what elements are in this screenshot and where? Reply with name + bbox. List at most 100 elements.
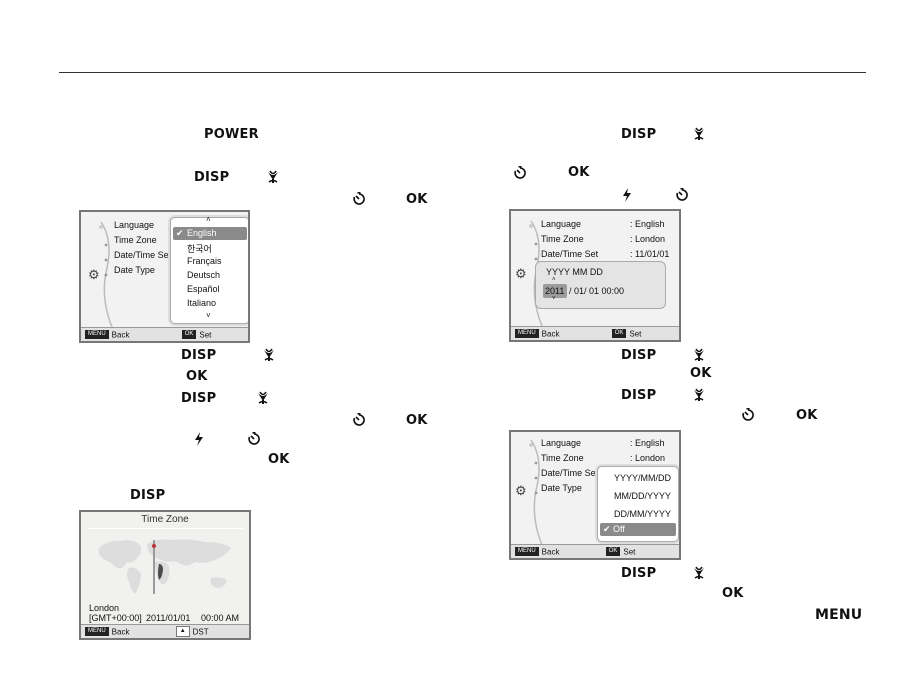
time-zone-value: : London — [630, 453, 666, 463]
current-time: 00:00 AM — [201, 613, 240, 623]
date-type-option[interactable]: DD/MM/YYYY — [614, 509, 672, 519]
self-timer-icon — [741, 408, 755, 422]
disp-key-label: DISP — [621, 388, 657, 403]
menu-item-date-type[interactable]: Date Type — [114, 265, 155, 275]
current-date: 2011/01/01 — [146, 613, 191, 623]
menu-button-badge[interactable]: MENU — [515, 547, 539, 557]
set-label: Set — [623, 547, 636, 557]
date-type-dropdown[interactable]: YYYY/MM/DD MM/DD/YYYY DD/MM/YYYY ✔ Off — [597, 466, 679, 542]
macro-icon — [266, 170, 280, 183]
language-screen: ⚙ Language Time Zone Date/Time Set Date … — [79, 210, 250, 343]
ok-button-badge[interactable]: OK — [611, 329, 627, 339]
month-day-time-fields[interactable]: / 01/ 01 00:00 — [569, 286, 625, 296]
disp-key-label: DISP — [621, 566, 657, 581]
time-zone-value: : London — [630, 234, 666, 244]
language-option[interactable]: Italiano — [187, 298, 217, 308]
back-label: Back — [111, 627, 130, 637]
disp-key-label: DISP — [130, 488, 166, 503]
menu-item-time-zone[interactable]: Time Zone — [114, 235, 157, 245]
check-icon: ✔ — [603, 524, 611, 534]
power-key-label: POWER — [204, 127, 259, 142]
city-name: London — [89, 603, 120, 613]
disp-key-label: DISP — [621, 127, 657, 142]
disp-key-label: DISP — [621, 348, 657, 363]
menu-item-language[interactable]: Language — [114, 220, 155, 230]
ok-key-label: OK — [722, 586, 744, 601]
language-dropdown[interactable]: ˄ ✔ English 한국어 Français Deutsch Español… — [170, 215, 248, 324]
date-type-option-selected[interactable]: Off — [613, 524, 625, 534]
ok-key-label: OK — [568, 165, 590, 180]
menu-item-time-zone[interactable]: Time Zone — [541, 453, 584, 463]
menu-item-language[interactable]: Language — [541, 219, 582, 229]
language-value: : English — [630, 438, 665, 448]
ok-key-label: OK — [406, 413, 428, 428]
date-format-header: YYYY MM DD — [546, 267, 603, 277]
back-label: Back — [541, 547, 560, 557]
world-map[interactable] — [95, 534, 237, 596]
ok-key-label: OK — [796, 408, 818, 423]
date-time-value: : 11/01/01 — [630, 249, 670, 259]
language-option[interactable]: Français — [187, 256, 222, 266]
menu-button-badge[interactable]: MENU — [85, 330, 109, 340]
language-option[interactable]: 한국어 — [187, 244, 212, 254]
year-field-highlight[interactable] — [543, 284, 567, 298]
date-type-option[interactable]: MM/DD/YYYY — [614, 491, 672, 501]
disp-key-label: DISP — [181, 391, 217, 406]
menu-item-date-time-set[interactable]: Date/Time Set — [541, 468, 599, 478]
flash-icon — [194, 432, 204, 446]
increment-icon[interactable]: ˄ — [552, 277, 556, 283]
ok-key-label: OK — [690, 366, 712, 381]
settings-gear-icon: ⚙ — [515, 483, 527, 498]
time-zone-screen: Time Zone London [GMT+00:00] 2011/01/01 … — [79, 510, 251, 640]
scroll-down-icon[interactable]: ˅ — [206, 311, 211, 320]
time-zone-title: Time Zone — [141, 514, 189, 525]
scroll-up-icon[interactable]: ˄ — [206, 215, 211, 224]
date-time-editor[interactable]: YYYY MM DD ˄ 2011 / 01/ 01 00:00 ˅ — [535, 261, 666, 309]
language-option-selected[interactable]: English — [187, 228, 217, 238]
self-timer-icon — [352, 413, 366, 427]
menu-item-date-time-set[interactable]: Date/Time Set — [541, 249, 599, 259]
year-field[interactable]: 2011 — [545, 286, 565, 296]
decrement-icon[interactable]: ˅ — [552, 296, 556, 302]
menu-button-badge[interactable]: MENU — [515, 329, 539, 339]
set-label: Set — [629, 329, 642, 339]
language-option[interactable]: Deutsch — [187, 270, 221, 280]
dst-label: DST — [192, 627, 209, 637]
ok-button-badge[interactable]: OK — [605, 547, 621, 557]
menu-item-date-type[interactable]: Date Type — [541, 483, 582, 493]
self-timer-icon — [513, 166, 527, 180]
language-selected-highlight: ✔ English — [173, 227, 247, 240]
macro-icon — [692, 348, 706, 361]
back-label: Back — [541, 329, 560, 339]
back-label: Back — [111, 330, 130, 340]
language-option[interactable]: Español — [187, 284, 220, 294]
set-label: Set — [199, 330, 212, 340]
header-rule — [59, 72, 866, 73]
date-type-selected-highlight: ✔ Off — [600, 523, 676, 536]
self-timer-icon — [675, 188, 689, 202]
menu-item-time-zone[interactable]: Time Zone — [541, 234, 584, 244]
self-timer-icon — [352, 192, 366, 206]
self-timer-icon — [247, 432, 261, 446]
menu-button-badge[interactable]: MENU — [85, 627, 109, 637]
ok-key-label: OK — [186, 369, 208, 384]
disp-key-label: DISP — [181, 348, 217, 363]
macro-icon — [256, 391, 270, 404]
ok-key-label: OK — [406, 192, 428, 207]
macro-icon — [262, 348, 276, 361]
ok-button-badge[interactable]: OK — [181, 330, 197, 340]
language-value: : English — [630, 219, 665, 229]
macro-icon — [692, 127, 706, 140]
date-type-option[interactable]: YYYY/MM/DD — [614, 473, 672, 483]
settings-gear-icon: ⚙ — [88, 267, 100, 282]
menu-item-language[interactable]: Language — [541, 438, 582, 448]
gmt-offset: [GMT+00:00] — [89, 613, 142, 623]
flash-icon — [622, 188, 632, 202]
disp-key-label: DISP — [194, 170, 230, 185]
dst-up-button[interactable]: ▲ — [175, 626, 190, 638]
menu-item-date-time-set[interactable]: Date/Time Set — [114, 250, 172, 260]
menu-arc — [99, 221, 116, 335]
title-divider — [87, 528, 243, 529]
